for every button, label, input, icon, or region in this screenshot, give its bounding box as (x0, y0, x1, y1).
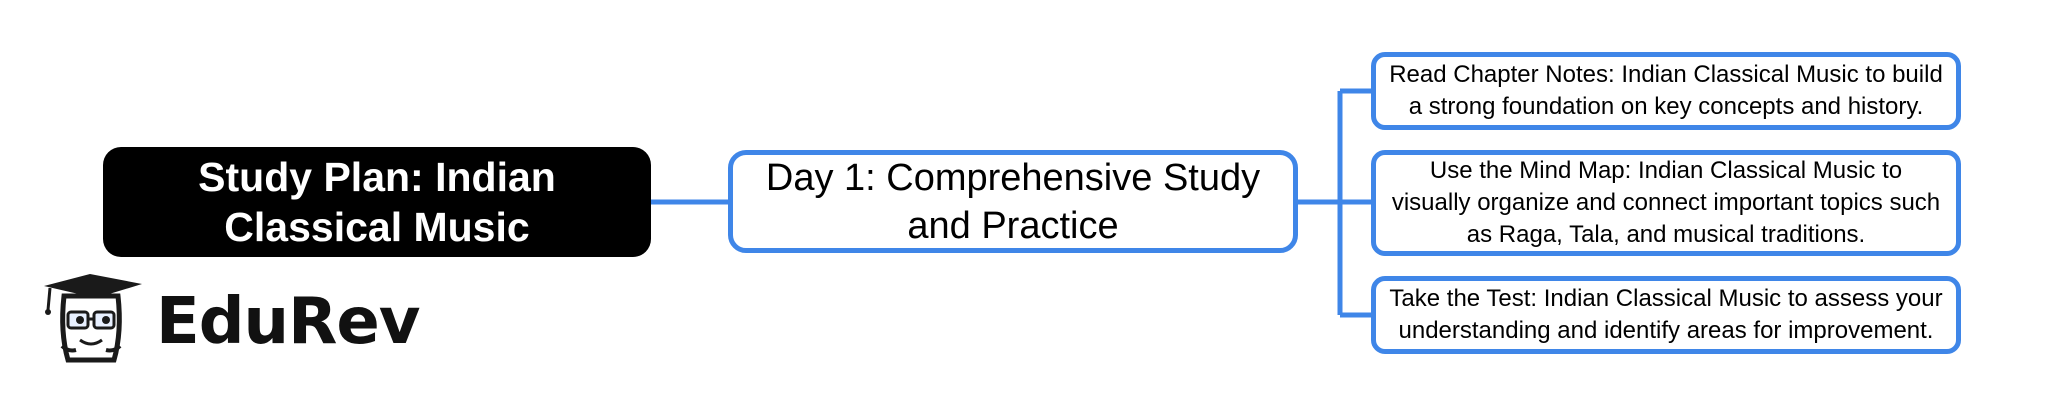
root-node: Study Plan: Indian Classical Music (103, 147, 651, 257)
task-label: Take the Test: Indian Classical Music to… (1389, 285, 1943, 344)
brand-name: EduRev (156, 285, 420, 359)
task-node-mind-map: Use the Mind Map: Indian Classical Music… (1371, 150, 1961, 256)
task-label: Read Chapter Notes: Indian Classical Mus… (1389, 61, 1943, 120)
day-node-label: Day 1: Comprehensive Study and Practice (765, 156, 1261, 247)
task-label: Use the Mind Map: Indian Classical Music… (1391, 157, 1941, 248)
day-node: Day 1: Comprehensive Study and Practice (728, 150, 1298, 253)
root-node-label: Study Plan: Indian Classical Music (198, 154, 556, 250)
task-node-read-notes: Read Chapter Notes: Indian Classical Mus… (1371, 52, 1961, 130)
edurev-mascot-icon (44, 274, 142, 363)
task-node-take-test: Take the Test: Indian Classical Music to… (1371, 276, 1961, 354)
edurev-logo: EduRev (38, 272, 420, 372)
